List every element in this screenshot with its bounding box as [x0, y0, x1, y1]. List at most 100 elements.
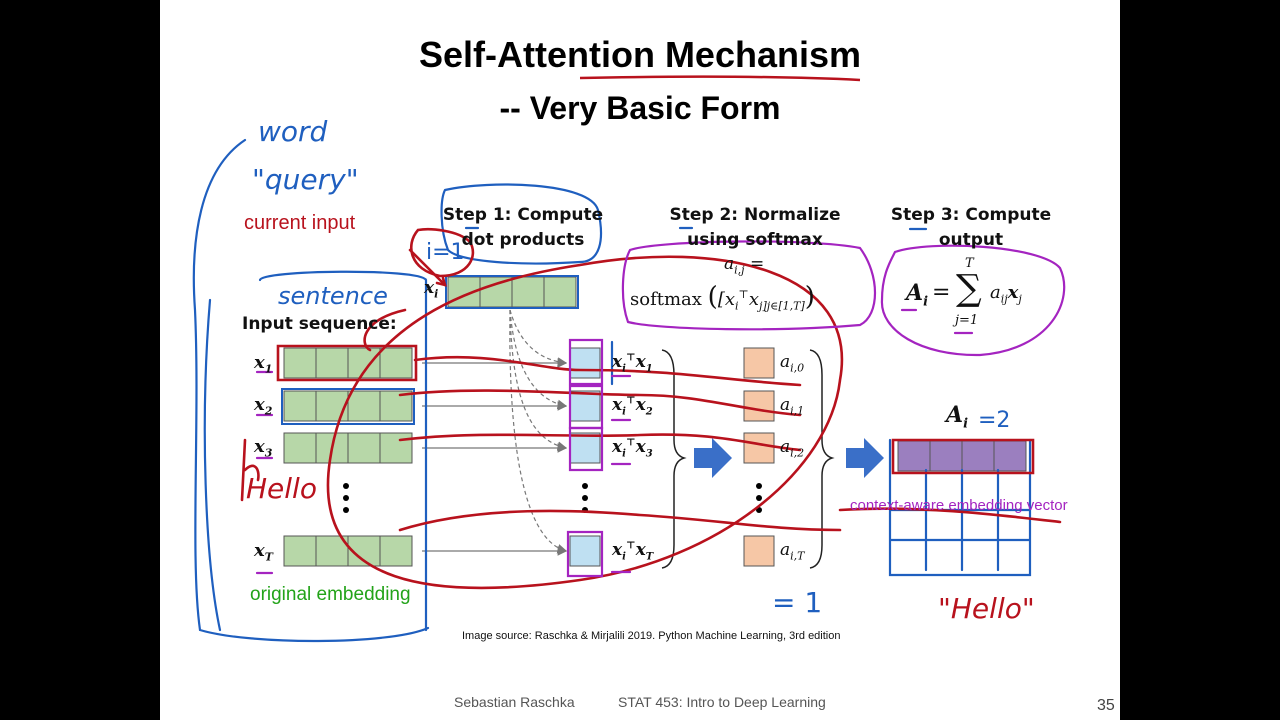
bracket-left: [192, 138, 430, 643]
softmax-paren-open: (: [707, 282, 718, 312]
context-strike: [838, 507, 1062, 524]
dot-product-cells: [569, 347, 601, 567]
input-connectors: [422, 358, 568, 556]
dot-product-label-2: xi⊤x2: [612, 395, 653, 417]
softmax-arg2: x: [748, 289, 760, 310]
input-label-x1: x1: [254, 352, 272, 376]
input-x1-sub: 1: [264, 362, 273, 376]
dp-box-3: [568, 426, 604, 472]
softmax-fn: softmax: [630, 289, 702, 310]
hello-grid: [888, 438, 1032, 577]
output-term2-var: x: [1007, 282, 1019, 303]
w0-var: a: [780, 352, 791, 372]
output-sum-top: T: [965, 256, 974, 271]
dot-product-label-3: xi⊤x3: [612, 437, 653, 459]
w2-sub: i,2: [790, 446, 805, 460]
query-label: xi: [424, 278, 438, 300]
annotation-context-aware: context-aware embedding vector: [850, 497, 1068, 514]
output-term-var: a: [990, 282, 1001, 303]
red-curve-T: [398, 509, 842, 532]
annotation-word: word: [258, 115, 328, 148]
red-curve-3: [398, 433, 802, 452]
attention-diagram: [192, 75, 1066, 643]
dp3-lsub: i: [622, 448, 626, 460]
w1-sub: i,1: [790, 404, 805, 418]
step1-line1: Step 1: Compute: [442, 205, 604, 225]
x2-box: [281, 388, 415, 425]
red-curve-2: [398, 389, 802, 417]
input-sequence-label: Input sequence:: [242, 314, 397, 334]
softmax-eq: =: [749, 254, 765, 274]
dp2-lhs: x: [612, 395, 623, 415]
step2-line2: using softmax: [687, 230, 823, 250]
page-number: 35: [1097, 697, 1115, 714]
x1-box: [276, 344, 418, 382]
dp1-rhs: x: [635, 352, 646, 372]
annotation-sentence: sentence: [278, 282, 388, 310]
brace-1: [661, 349, 687, 569]
step3-line1: Step 3: Compute: [890, 205, 1052, 225]
footer-author: Sebastian Raschka: [454, 694, 575, 710]
input-xT-sub: T: [264, 550, 273, 564]
hello-red-tick: [240, 438, 260, 502]
softmax-paren-close: ): [804, 282, 815, 312]
w1-var: a: [780, 395, 791, 415]
attention-weight-cells: [743, 347, 775, 567]
output-embedding: [897, 440, 1027, 472]
output-lhs-var: A: [906, 280, 924, 306]
input-label-x2: x2: [254, 394, 272, 418]
step1-line2: dot products: [461, 230, 585, 250]
annotation-eq-2: =2: [978, 408, 1011, 433]
slide-subtitle: -- Very Basic Form: [499, 90, 781, 126]
query-label-sub: i: [434, 287, 439, 301]
process-arrow-1: [694, 438, 732, 478]
image-source: Image source: Raschka & Mirjalili 2019. …: [462, 630, 841, 642]
dp-box-1: [568, 338, 604, 386]
dpT-lhs: x: [612, 540, 623, 560]
step3-line2: output: [938, 230, 1004, 250]
slide: Self-Attention Mechanism -- Very Basic F…: [160, 0, 1120, 720]
purple-ink-annotations: [255, 240, 1066, 578]
dot-product-label-1: xi⊤x1: [612, 352, 653, 374]
w0-sub: i,0: [790, 361, 805, 375]
footer-course: STAT 453: Intro to Deep Learning: [618, 694, 826, 710]
annotation-query: "query": [252, 163, 359, 196]
input-embedding-x3: [283, 432, 413, 464]
dp2-sup: ⊤: [625, 395, 636, 407]
loop-1: [326, 255, 844, 590]
annotation-current-input: current input: [244, 212, 356, 234]
softmax-arg-sub: i: [735, 299, 739, 313]
output-sum-bottom: j=1: [955, 313, 979, 328]
brace-2: [809, 349, 835, 569]
output-lhs-sub: i: [923, 294, 929, 310]
output-formula-lhs: Ai: [906, 280, 928, 309]
weight-label-T: ai,T: [780, 540, 805, 562]
dpT-sup: ⊤: [625, 540, 636, 552]
input-embedding-x1: [283, 347, 413, 379]
current-input-arrow-head: [435, 276, 447, 287]
weight-label-2: ai,2: [780, 437, 804, 459]
input-x2-var: x: [254, 394, 265, 415]
input-label-xT: xT: [254, 540, 273, 564]
output-sum-symbol: ∑: [956, 268, 982, 309]
output-term2-sub: j: [1018, 292, 1022, 306]
input-x3-var: x: [254, 436, 265, 457]
dpT-rsub: T: [645, 551, 654, 563]
dp2-rhs: x: [635, 395, 646, 415]
dp-box-T: [566, 530, 604, 578]
annotation-hello-quoted: "Hello": [938, 592, 1035, 625]
dp1-sup: ⊤: [625, 352, 636, 364]
output-label-sub: i: [963, 416, 969, 432]
softmax-arg2-sub: j]j∈[1,T]: [759, 299, 805, 313]
input-x1-var: x: [254, 352, 265, 373]
query-embedding: [447, 276, 577, 308]
output-term-sub: ij: [1000, 292, 1008, 306]
dp3-lhs: x: [612, 437, 623, 457]
blue-ink-annotations: [192, 138, 1032, 643]
red-ink-annotations: [240, 228, 1062, 590]
query-connectors: [509, 309, 568, 554]
output-label-var: A: [946, 402, 964, 428]
dp3-rhs: x: [635, 437, 646, 457]
dp1-rsub: 1: [645, 363, 653, 375]
dp3-sup: ⊤: [625, 437, 636, 449]
